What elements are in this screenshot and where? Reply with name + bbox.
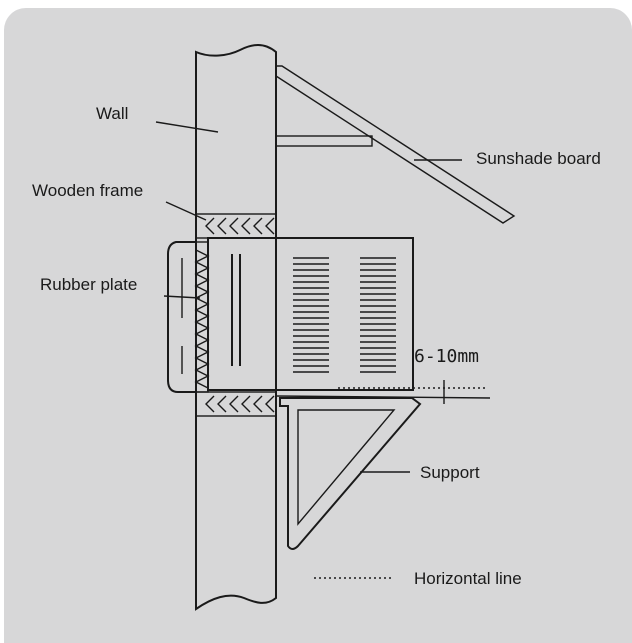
- label-horizontal-line: Horizontal line: [414, 569, 522, 588]
- sunshade-board: [275, 65, 516, 224]
- label-gap-measure: 6-10mm: [414, 346, 479, 367]
- label-support: Support: [420, 463, 480, 482]
- label-rubber-plate: Rubber plate: [40, 275, 137, 294]
- rubber-plate: [167, 241, 210, 393]
- label-sunshade-board: Sunshade board: [476, 149, 601, 168]
- support-bracket: [279, 397, 422, 550]
- label-wall: Wall: [96, 104, 128, 123]
- air-conditioner-unit: [207, 237, 414, 391]
- leader-lines: [155, 121, 462, 473]
- horizontal-reference: [275, 380, 491, 404]
- wooden-frame-top: [195, 213, 277, 239]
- wooden-frame-bottom: [195, 391, 277, 417]
- label-wooden-frame: Wooden frame: [32, 181, 143, 200]
- wall: [195, 44, 277, 611]
- diagram-panel: [4, 8, 632, 643]
